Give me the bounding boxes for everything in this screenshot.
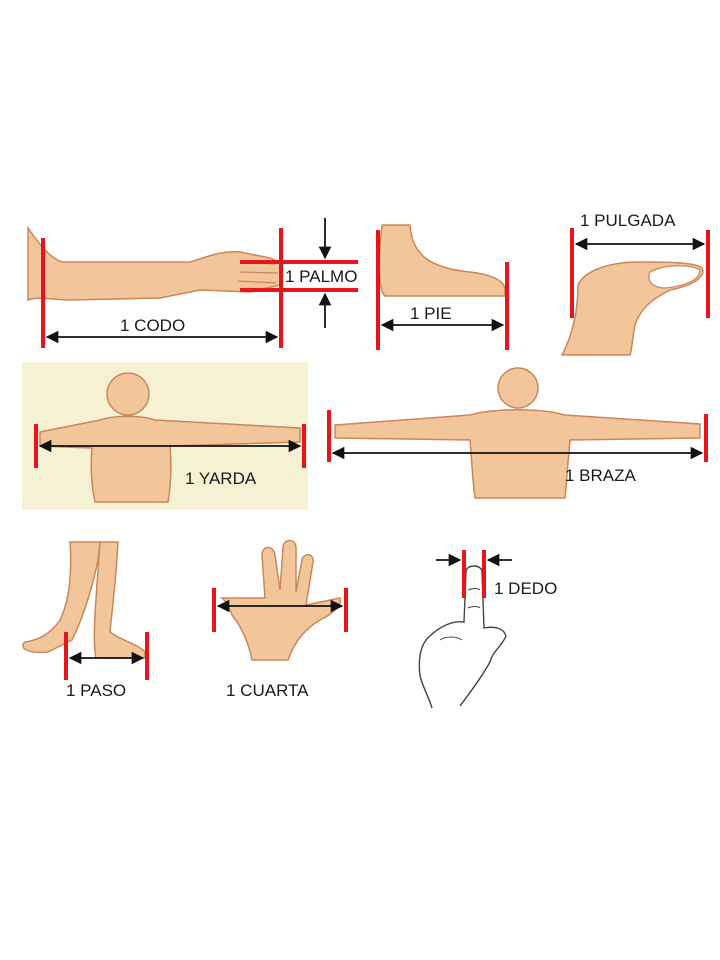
braza-figure: 1 BRAZA	[327, 367, 708, 499]
pie-figure: 1 PIE	[376, 224, 509, 350]
braza-label: 1 BRAZA	[565, 466, 637, 485]
codo-label: 1 CODO	[120, 316, 185, 335]
paso-figure: 1 PASO	[22, 541, 149, 700]
pulgada-label: 1 PULGADA	[580, 211, 676, 230]
foot-illustration	[378, 224, 506, 297]
dedo-figure: 1 DEDO	[418, 550, 557, 709]
thumbnail-illustration	[648, 265, 701, 289]
codo-figure: 1 CODO 1 PALMO	[27, 218, 358, 348]
pulgada-figure: 1 PULGADA	[560, 211, 710, 356]
yarda-body-illustration	[39, 415, 301, 503]
pointing-hand-illustration	[418, 565, 507, 709]
braza-head-illustration	[497, 367, 539, 409]
finger-knuckle-lines	[439, 588, 481, 641]
pie-label: 1 PIE	[410, 304, 452, 323]
palmo-label: 1 PALMO	[285, 267, 357, 286]
paso-label: 1 PASO	[66, 681, 126, 700]
cuarta-label: 1 CUARTA	[226, 681, 309, 700]
yarda-figure: 1 YARDA	[22, 362, 308, 510]
forearm-illustration	[27, 225, 281, 302]
front-leg-illustration	[93, 541, 146, 659]
back-leg-illustration	[22, 541, 101, 654]
dedo-label: 1 DEDO	[494, 579, 557, 598]
spread-hand-illustration	[219, 539, 342, 661]
cuarta-figure: 1 CUARTA	[212, 539, 348, 700]
yarda-label: 1 YARDA	[185, 469, 257, 488]
yarda-head-illustration	[106, 372, 150, 416]
